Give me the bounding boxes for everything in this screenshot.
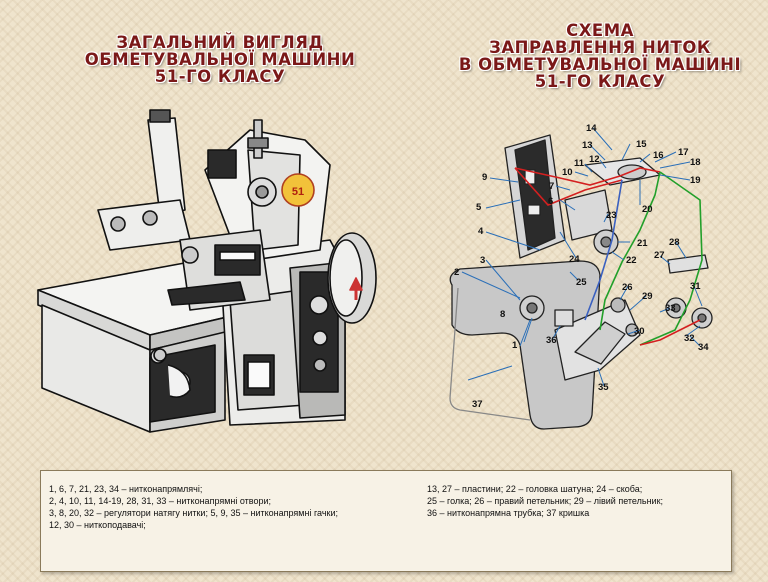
left-title-line-2: ОБМЕТУВАЛЬНОЇ МАШИНИ (84, 50, 356, 69)
legend-box: 1, 6, 7, 21, 23, 34 – нитконапрямлячі; 2… (40, 470, 732, 572)
callout-31: 31 (690, 281, 701, 292)
right-title-line-3: В ОБМЕТУВАЛЬНОЇ МАШИНІ (458, 55, 742, 74)
callout-18: 18 (690, 157, 701, 168)
callout-6: 6 (548, 196, 553, 207)
callout-30: 30 (634, 326, 645, 337)
callout-27: 27 (654, 250, 665, 261)
callout-5: 5 (476, 202, 482, 213)
legend-column-left: 1, 6, 7, 21, 23, 34 – нитконапрямлячі; 2… (49, 483, 338, 531)
callout-22: 22 (626, 255, 637, 266)
legend-line: 36 – нитконапрямна трубка; 37 кришка (427, 508, 590, 518)
legend-line: 2, 4, 10, 11, 14-19, 28, 31, 33 – ниткон… (49, 496, 272, 506)
callout-32: 32 (684, 333, 695, 344)
callout-8: 8 (500, 309, 505, 320)
model-badge-text: 51 (292, 186, 304, 198)
callout-7: 7 (549, 181, 554, 192)
callout-16: 16 (653, 150, 664, 161)
legend-line: 12, 30 – ниткоподавачі; (49, 520, 146, 530)
callout-28: 28 (669, 237, 680, 248)
callout-14: 14 (586, 123, 597, 134)
callout-4: 4 (478, 226, 484, 237)
callout-15: 15 (636, 139, 647, 150)
callout-2: 2 (454, 267, 459, 278)
left-title: ЗАГАЛЬНИЙ ВИГЛЯД ОБМЕТУВАЛЬНОЇ МАШИНИ 51… (60, 34, 380, 85)
cover-plate (449, 260, 601, 430)
callout-13: 13 (582, 140, 593, 151)
callout-34: 34 (698, 342, 709, 353)
legend-column-right: 13, 27 – пластини; 22 – головка шатуна; … (427, 483, 663, 519)
right-title-line-4: 51-ГО КЛАСУ (534, 72, 666, 91)
callout-25: 25 (576, 277, 587, 288)
callout-9: 9 (482, 172, 487, 183)
threading-diagram: 37 1 2 3 4 5 9 6 7 10 11 12 13 14 15 16 … (449, 123, 713, 430)
callout-26: 26 (622, 282, 633, 293)
callout-29: 29 (642, 291, 653, 302)
callout-20: 20 (642, 204, 653, 215)
legend-line: 13, 27 – пластини; 22 – головка шатуна; … (427, 484, 643, 494)
callout-33: 33 (665, 303, 676, 314)
legend-line: 3, 8, 20, 32 – регулятори натягу нитки; … (49, 508, 338, 518)
callout-11: 11 (574, 158, 585, 169)
left-title-line-3: 51-ГО КЛАСУ (154, 67, 286, 86)
model-badge (281, 173, 315, 207)
callout-21: 21 (637, 238, 648, 249)
callout-19: 19 (690, 175, 701, 186)
callout-17: 17 (678, 147, 689, 158)
callout-1: 1 (512, 340, 518, 351)
callout-36: 36 (546, 335, 557, 346)
thread-red (514, 167, 661, 186)
callout-12: 12 (589, 154, 600, 165)
callout-35: 35 (598, 382, 609, 393)
callout-3: 3 (480, 255, 485, 266)
callout-37: 37 (472, 399, 483, 410)
right-title-line-2: ЗАПРАВЛЕННЯ НИТОК (489, 38, 711, 57)
callout-24: 24 (569, 254, 580, 265)
left-title-line-1: ЗАГАЛЬНИЙ ВИГЛЯД (116, 33, 324, 52)
right-title: СХЕМА ЗАПРАВЛЕННЯ НИТОК В ОБМЕТУВАЛЬНОЇ … (440, 22, 760, 90)
callout-10: 10 (562, 167, 573, 178)
machine-illustration: 51 (37, 109, 377, 433)
thread-green (599, 171, 661, 331)
legend-line: 25 – голка; 26 – правий петельник; 29 – … (427, 496, 664, 506)
right-title-line-1: СХЕМА (566, 21, 634, 40)
callout-23: 23 (606, 210, 617, 221)
legend-line: 1, 6, 7, 21, 23, 34 – нитконапрямлячі; (49, 484, 203, 494)
plate-27 (667, 254, 709, 274)
